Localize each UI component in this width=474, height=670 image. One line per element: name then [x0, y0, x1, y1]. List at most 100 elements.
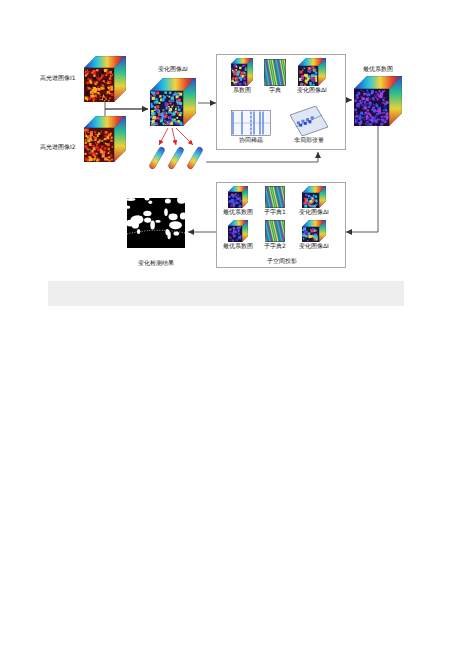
cube-speck [238, 231, 240, 233]
cube-speck [101, 145, 104, 148]
cube-speck [240, 79, 242, 81]
cube-speck [232, 77, 234, 79]
cube-side [319, 186, 326, 208]
cube-speck [311, 74, 314, 77]
cube-speck [355, 122, 357, 124]
cube-speck [85, 146, 88, 149]
cube-speck [236, 66, 237, 67]
cube-speck [299, 78, 302, 81]
cube-speck [245, 69, 247, 71]
cube-speck [313, 195, 314, 196]
cube-speck [310, 84, 312, 86]
cube-side [114, 116, 126, 162]
cube-speck [315, 204, 316, 205]
cube-speck [381, 116, 383, 118]
cube-speck [308, 67, 311, 70]
cube-speck [180, 112, 182, 114]
cube-speck [241, 195, 242, 196]
cube-speck [384, 103, 387, 106]
cube-speck [99, 130, 101, 132]
cube-front [231, 64, 247, 86]
cube-speck [300, 83, 302, 85]
cube-speck [375, 121, 377, 123]
cube-speck [305, 77, 306, 78]
cube-speck [230, 229, 232, 231]
cube-speck [96, 144, 97, 145]
changed-region [174, 232, 180, 236]
cube-figure [84, 116, 126, 162]
cube-speck [175, 108, 176, 109]
cube-speck [85, 145, 87, 147]
cube-speck [233, 236, 235, 238]
cube-speck [92, 95, 94, 97]
cube-speck [108, 100, 110, 102]
cube-speck [369, 114, 371, 116]
cube-speck [356, 104, 358, 106]
cube-speck [310, 200, 313, 203]
cube-speck [233, 206, 235, 208]
changed-region [169, 221, 182, 229]
cube-speck [374, 94, 377, 97]
cube-speck [245, 74, 247, 76]
cube-speck [310, 235, 313, 238]
cube-speck [373, 110, 376, 113]
cube-speck [234, 202, 236, 204]
cube-speck [311, 198, 313, 200]
image-node: 子字典1 [262, 186, 288, 216]
cube-speck [354, 109, 357, 112]
cube-speck [108, 93, 109, 94]
cube-speck [386, 116, 389, 119]
cube-speck [371, 109, 373, 111]
cube-speck [86, 88, 87, 89]
cube-speck [376, 104, 379, 107]
cube-speck [314, 234, 316, 236]
cube-front [150, 91, 183, 126]
sampling-arrows [159, 128, 193, 145]
cube-speck [85, 139, 87, 141]
cube-speck [366, 92, 369, 95]
cube-speck [236, 69, 238, 71]
cube-speck [240, 200, 242, 202]
cube-speck [156, 109, 159, 112]
changed-region [143, 211, 151, 216]
dictionary-atom [281, 220, 285, 242]
cube-speck [240, 74, 242, 76]
cube-speck [305, 74, 308, 77]
sparse-matrix [231, 110, 270, 135]
cube-speck [313, 69, 315, 71]
cube-speck [305, 198, 307, 200]
cube-speck [156, 105, 159, 108]
cube-speck [308, 75, 311, 78]
cube-speck [157, 124, 159, 126]
image-node: 变化检测结果 [124, 198, 188, 270]
cube-edge [228, 226, 242, 242]
cube-speck [245, 67, 247, 69]
cube-speck [87, 137, 89, 139]
cube-speck [374, 122, 376, 124]
cube-speck [174, 112, 176, 114]
cube-speck [99, 130, 101, 132]
cube-front [84, 128, 114, 162]
cube-edge [302, 193, 319, 208]
cube-speck [233, 71, 235, 73]
cube-speck [367, 113, 368, 114]
cube-speck [88, 87, 90, 89]
cube-speck [378, 110, 381, 113]
cube-speck [173, 111, 175, 113]
cube-speck [90, 159, 92, 161]
cube-speck [361, 98, 364, 101]
cube-speck [384, 121, 386, 123]
cube-speck [102, 143, 104, 145]
cube-speck [111, 141, 113, 143]
cube-speck [165, 102, 168, 105]
cube-speck [169, 117, 171, 119]
cube-speck [108, 85, 109, 86]
cube-speck [94, 131, 96, 133]
cube-speck [244, 72, 246, 74]
cube-speck [96, 69, 98, 71]
cube-speck [178, 106, 180, 108]
cube-speck [93, 77, 96, 80]
cube-figure [302, 186, 326, 208]
